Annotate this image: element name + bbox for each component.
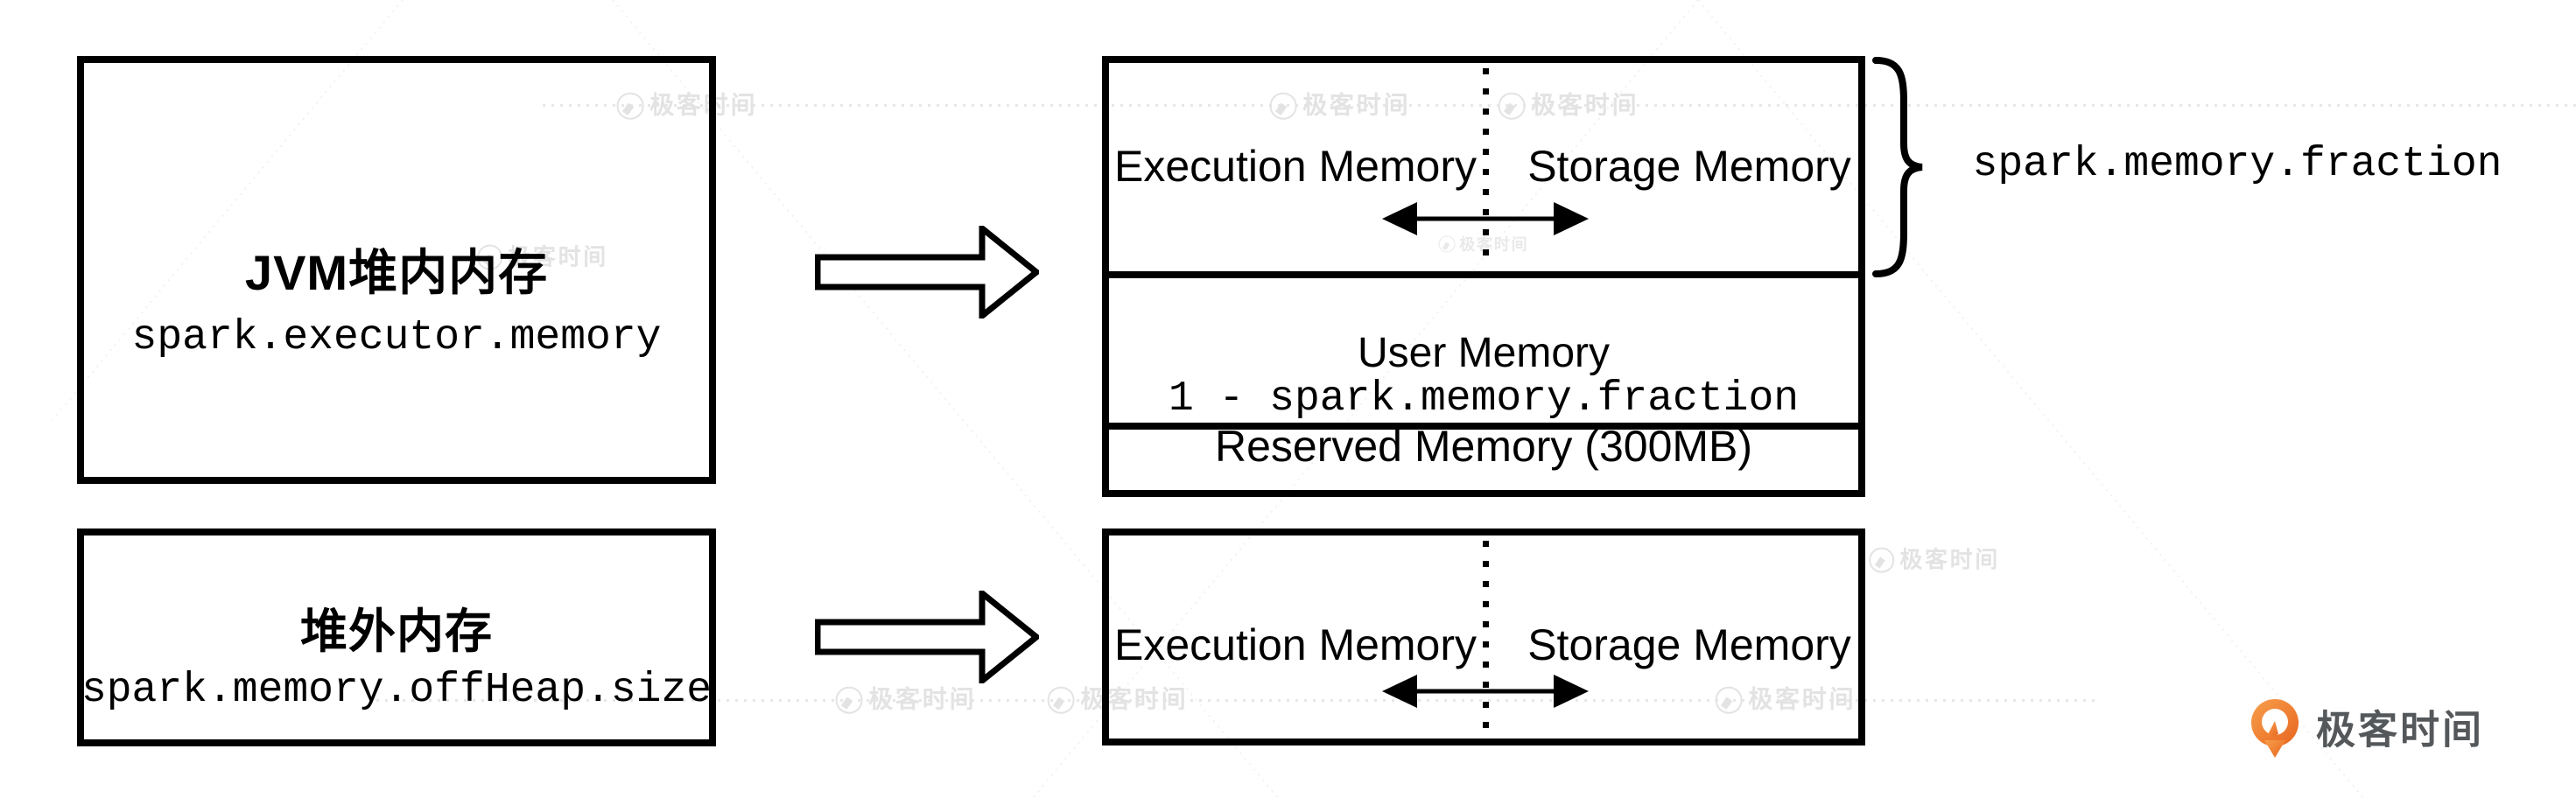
geektime-logo: 极客时间 [2250,698,2547,768]
memory-fraction-label: spark.memory.fraction [1972,141,2502,188]
memory-exchange-arrow-icon [1382,202,1589,235]
geektime-watermark-icon [1047,686,1075,714]
jvm-heap-config-label: spark.executor.memory [131,314,662,361]
offheap-exchange-arrow-icon [1382,675,1589,708]
storage-memory-label: Storage Memory [1527,142,1851,191]
heap-layout-divider-1 [1109,271,1858,278]
user-memory-label: User Memory [1357,330,1611,376]
flow-arrow-icon [815,591,1039,683]
watermark-mark: 极客时间 [1869,547,2000,573]
fraction-brace-icon [1872,57,1923,277]
jvm-heap-title: JVM堆内内存 [244,245,549,300]
offheap-execution-memory-label: Execution Memory [1113,620,1478,669]
watermark-mark: 极客时间 [835,686,977,714]
user-memory-formula: 1 - spark.memory.fraction [1168,375,1800,423]
geektime-watermark-icon [835,686,863,714]
watermark-text: 极客时间 [868,686,977,713]
geektime-logo-icon [2251,699,2299,758]
offheap-storage-memory-label: Storage Memory [1527,620,1851,669]
execution-memory-label: Execution Memory [1113,142,1478,191]
offheap-config-label: spark.memory.offHeap.size [81,667,712,714]
reserved-memory-label: Reserved Memory (300MB) [1214,422,1753,471]
watermark-text: 极客时间 [1899,547,2000,573]
geektime-logo-text: 极客时间 [2316,707,2485,752]
offheap-title: 堆外内存 [300,606,493,658]
flow-arrow-icon [815,226,1039,318]
geektime-watermark-icon [1869,547,1894,573]
